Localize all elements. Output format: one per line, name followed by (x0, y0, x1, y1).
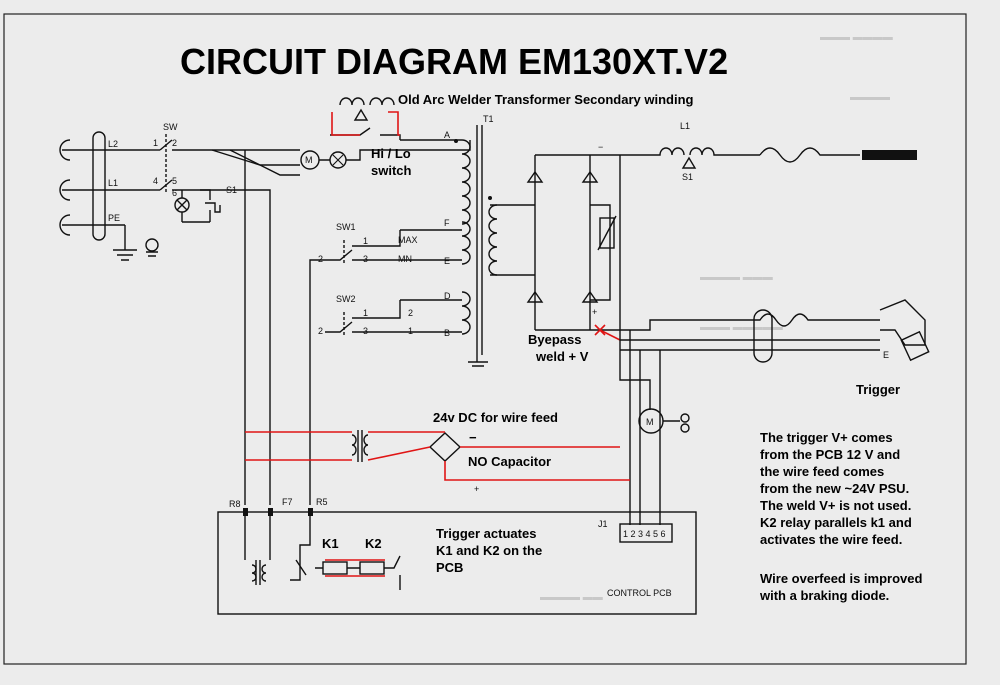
label-pe: PE (108, 213, 120, 223)
label-t1: T1 (483, 114, 494, 124)
j1-pin-numbers: 1 2 3 4 5 6 (623, 529, 666, 539)
label-minus-psu: − (469, 430, 477, 445)
trigger-pcb-line3: PCB (436, 560, 463, 575)
k1-label: K1 (322, 536, 339, 551)
svg-text:1: 1 (363, 308, 368, 318)
svg-text:6: 6 (172, 188, 177, 198)
svg-text:4: 4 (153, 176, 158, 186)
background-ghost-text: ▬▬▬ ▬▬▬▬ ▬▬▬▬ ▬▬▬▬ ▬▬▬ ▬▬▬ ▬▬▬▬▬ ▬▬▬▬ ▬▬ (540, 32, 893, 603)
note-line: with a braking diode. (759, 588, 889, 603)
psu-red-wiring (245, 431, 630, 481)
torch-cable-grommet-icon (753, 309, 773, 363)
label-sw: SW (163, 122, 178, 132)
svg-text:5: 5 (172, 176, 177, 186)
mains-input: L2 L1 PE (59, 131, 159, 261)
svg-text:2: 2 (318, 326, 323, 336)
trigger-pcb-line2: K1 and K2 on the (436, 543, 542, 558)
note-line: from the PCB 12 V and (760, 447, 900, 462)
sw2-range-switch: SW2 1 3 2 2 1 (309, 294, 413, 505)
note-line: from the new ~24V PSU. (760, 481, 909, 496)
label-sw1: SW1 (336, 222, 356, 232)
label-r5: R5 (316, 497, 328, 507)
control-pcb-label: CONTROL PCB (607, 588, 672, 598)
note-line: the wire feed comes (760, 464, 884, 479)
varistor-icon (599, 217, 615, 249)
hi-lo-label-line2: switch (371, 163, 412, 178)
note-line: Wire overfeed is improved (760, 571, 922, 586)
earth-clamp-icon (862, 150, 917, 160)
label-r8: R8 (229, 499, 241, 509)
label-l1: L1 (108, 178, 118, 188)
label-l1-inductor: L1 (680, 121, 690, 131)
label-mn: MN (398, 254, 412, 264)
label-f7: F7 (282, 497, 293, 507)
svg-text:▬▬▬ ▬▬▬▬: ▬▬▬ ▬▬▬▬ (820, 32, 893, 43)
svg-text:3: 3 (363, 254, 368, 264)
torch-handle-icon (900, 330, 930, 362)
main-switch-sw: SW 1 2 4 5 6 S1 (150, 122, 237, 223)
svg-text:1: 1 (363, 236, 368, 246)
relay-k1-coil-icon (322, 561, 348, 575)
trigger-label: Trigger (856, 382, 900, 397)
k1-k2-red-link (325, 559, 385, 577)
svg-text:M: M (305, 155, 313, 165)
dc-24v-label: 24v DC for wire feed (433, 410, 558, 425)
label-plus-psu: + (474, 484, 479, 494)
transformer-t1: T1 A F E D B Old Arc Welder Transformer … (330, 92, 694, 367)
svg-text:M: M (646, 417, 654, 427)
connector-j1-icon (619, 523, 673, 543)
k2-label: K2 (365, 536, 382, 551)
hi-lo-red-wire (331, 111, 400, 136)
notes-block: The trigger V+ comes from the PCB 12 V a… (759, 430, 922, 603)
label-j1: J1 (598, 519, 608, 529)
byepass-label-line1: Byepass (528, 332, 581, 347)
trigger-pcb-line1: Trigger actuates (436, 526, 536, 541)
hi-lo-label-line1: Hi / Lo (371, 146, 411, 161)
label-s1-output: S1 (682, 172, 693, 182)
svg-text:2: 2 (318, 254, 323, 264)
label-l2: L2 (108, 139, 118, 149)
relay-k2-coil-icon (359, 561, 385, 575)
tap-a: A (444, 130, 450, 140)
label-max: MAX (398, 235, 418, 245)
psu-24v: 24v DC for wire feed − NO Capacitor + (351, 410, 558, 494)
rectifier-bridge: − + L1 S1 E Trigger (490, 121, 930, 397)
svg-text:3: 3 (363, 326, 368, 336)
label-sw2: SW2 (336, 294, 356, 304)
diagram-title: CIRCUIT DIAGRAM EM130XT.V2 (180, 41, 728, 82)
svg-text:▬▬▬▬: ▬▬▬▬ (850, 92, 890, 103)
tap-d: D (444, 291, 451, 301)
label-minus: − (598, 142, 603, 152)
transformer-secondary-note: Old Arc Welder Transformer Secondary win… (398, 92, 694, 107)
svg-text:▬▬▬▬ ▬▬▬: ▬▬▬▬ ▬▬▬ (700, 272, 773, 283)
no-capacitor-label: NO Capacitor (468, 454, 551, 469)
svg-text:2: 2 (408, 308, 413, 318)
bridge-rectifier-icon (428, 432, 462, 462)
note-line: K2 relay parallels k1 and (760, 515, 912, 530)
note-line: activates the wire feed. (760, 532, 902, 547)
tap-b: B (444, 328, 450, 338)
note-line: The trigger V+ comes (760, 430, 893, 445)
svg-text:▬▬▬▬ ▬▬: ▬▬▬▬ ▬▬ (540, 592, 603, 603)
byepass-label-line2: weld + V (535, 349, 589, 364)
tap-e: E (444, 256, 450, 266)
choke-symbol-icon (353, 108, 369, 121)
primary-wiring: M (200, 140, 471, 505)
tap-f: F (444, 218, 450, 228)
svg-text:1: 1 (408, 326, 413, 336)
svg-text:1: 1 (153, 138, 158, 148)
svg-text:2: 2 (172, 138, 177, 148)
sheet-frame (3, 13, 967, 665)
label-plus: + (592, 307, 597, 317)
svg-text:▬▬▬ ▬▬▬▬▬: ▬▬▬ ▬▬▬▬▬ (700, 322, 783, 333)
label-e-gun: E (883, 350, 889, 360)
control-pcb: R8 F7 R5 K1 K2 Trigger actuates K1 and K… (217, 497, 697, 615)
wire-feed-motor: M (619, 155, 690, 525)
note-line: The weld V+ is not used. (760, 498, 911, 513)
sw1-max-min-switch: SW1 MAX MN 1 3 2 (309, 222, 418, 335)
